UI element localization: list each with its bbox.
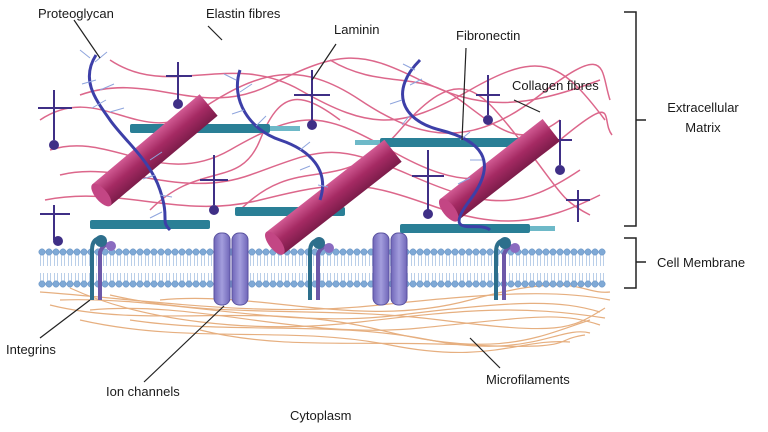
label-cytoplasm: Cytoplasm [290, 408, 352, 423]
proteoglycan [87, 54, 492, 232]
label-cell-membrane: Cell Membrane [657, 255, 746, 270]
label-extracellular-matrix: Extracellular Matrix [660, 100, 746, 135]
integrin [90, 235, 116, 300]
proteoglycan-branches [79, 49, 482, 219]
collagen-fibre [91, 94, 218, 207]
collagen-fibre [265, 139, 402, 255]
label-collagen-fibres: Collagen fibres [512, 78, 599, 93]
label-integrins: Integrins [6, 342, 56, 357]
integrin [308, 237, 334, 300]
cell-membrane [38, 248, 606, 288]
label-proteoglycan: Proteoglycan [38, 6, 114, 21]
extracellular-matrix-bracket [624, 11, 646, 227]
collagen-fibre [438, 118, 560, 222]
microfilaments [39, 284, 611, 354]
label-matrix: Matrix [685, 120, 721, 135]
label-laminin: Laminin [334, 22, 380, 37]
label-elastin-fibres: Elastin fibres [206, 6, 281, 21]
label-microfilaments: Microfilaments [486, 372, 570, 387]
label-extracellular: Extracellular [667, 100, 739, 115]
label-fibronectin: Fibronectin [456, 28, 521, 43]
integrin [494, 237, 520, 300]
label-ion-channels: Ion channels [106, 384, 180, 399]
cell-membrane-bracket [624, 237, 646, 289]
laminin [38, 62, 590, 246]
ion-channel [213, 232, 249, 306]
leader-lines [39, 19, 541, 383]
ion-channel [372, 232, 408, 306]
